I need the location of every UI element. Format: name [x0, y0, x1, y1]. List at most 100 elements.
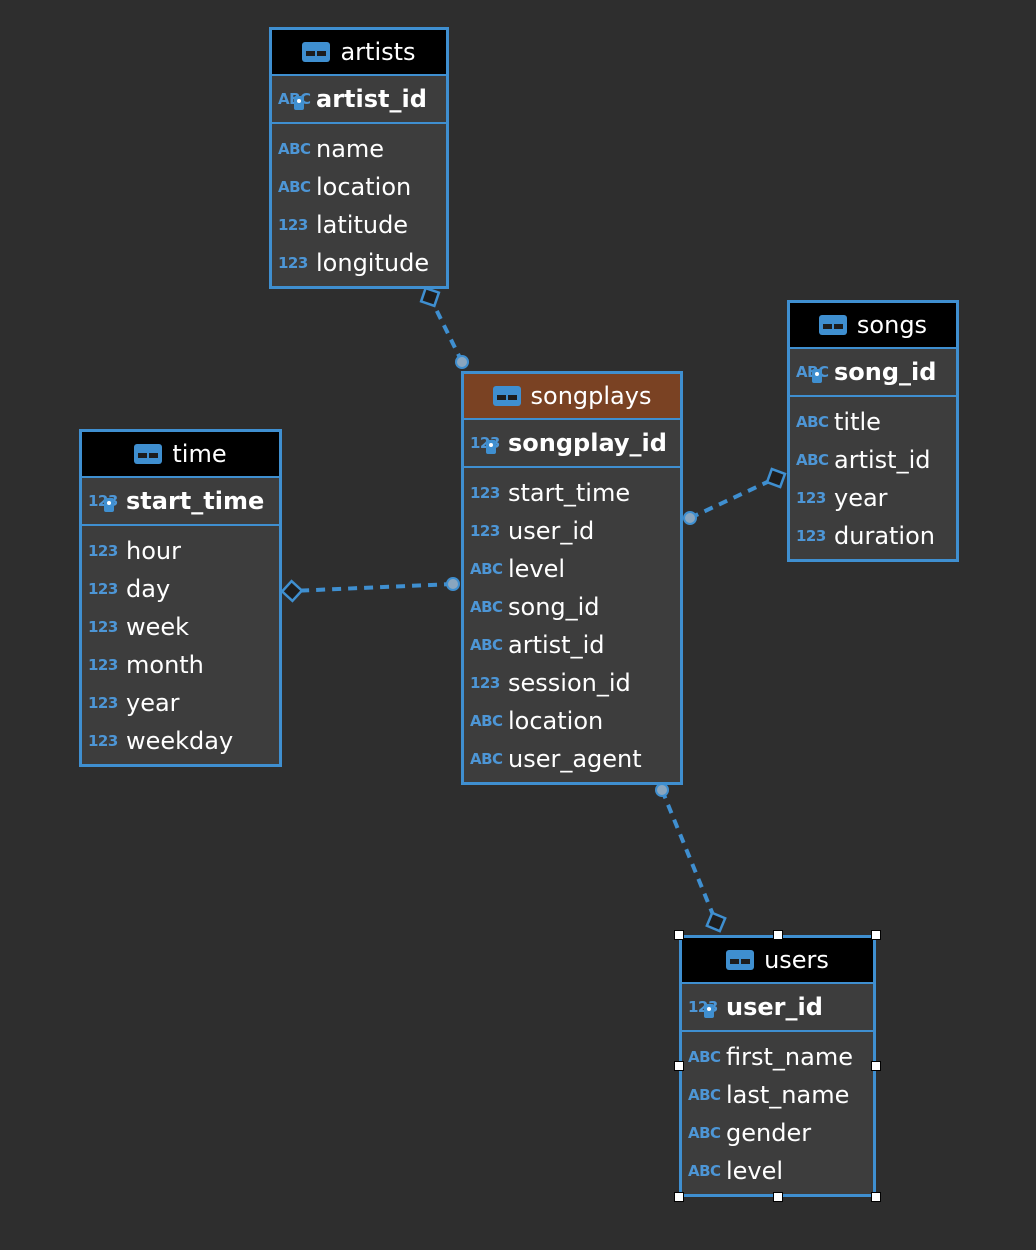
column-name: first_name [726, 1043, 853, 1071]
column-name: level [508, 555, 566, 583]
table-icon [818, 315, 847, 335]
type-icon: ABC [796, 413, 829, 431]
key-icon [294, 96, 304, 110]
key-icon [104, 498, 114, 512]
column-name: user_agent [508, 745, 642, 773]
column-name: title [834, 408, 881, 436]
type-icon: 123 [278, 216, 308, 234]
table-header[interactable]: songplays [464, 374, 680, 420]
column-name: session_id [508, 669, 631, 697]
column-name: month [126, 651, 204, 679]
type-icon: ABC [470, 712, 503, 730]
selection-handle[interactable] [871, 1061, 881, 1071]
column-name: user_id [508, 517, 595, 545]
key-icon [704, 1004, 714, 1018]
key-icon [486, 440, 496, 454]
relationship-endpoint-diamond [419, 286, 441, 308]
table-icon [726, 950, 755, 970]
type-icon: ABC [688, 1086, 721, 1104]
table-icon [302, 42, 331, 62]
table-name: songplays [530, 382, 652, 410]
type-icon: 123 [470, 484, 500, 502]
table-icon [492, 386, 521, 406]
selection-handle[interactable] [772, 1192, 783, 1202]
column-row[interactable]: ABC location [464, 702, 680, 740]
selection-handle[interactable] [674, 1061, 684, 1071]
type-icon: ABC [470, 750, 503, 768]
type-icon: ABC [688, 1124, 721, 1142]
relationship-endpoint-diamond [765, 467, 787, 489]
key-icon [812, 369, 822, 383]
column-row[interactable]: 123 week [82, 608, 279, 646]
selection-handle[interactable] [772, 930, 783, 940]
relationship-line-users[interactable] [660, 789, 718, 923]
column-name: day [126, 575, 171, 603]
table-header[interactable]: time [82, 432, 279, 478]
selection-handle[interactable] [871, 930, 881, 940]
type-icon: ABC [470, 636, 503, 654]
type-icon: 123 [88, 618, 118, 636]
column-name: week [126, 613, 190, 641]
selection-handle[interactable] [674, 1192, 684, 1202]
column-name: location [508, 707, 604, 735]
column-row[interactable]: ABC title [790, 403, 956, 441]
relationship-line-songs[interactable] [689, 476, 777, 520]
column-row[interactable]: ABC location [272, 168, 446, 206]
column-name: year [126, 689, 180, 717]
column-name: level [726, 1157, 784, 1185]
column-row[interactable]: ABC user_agent [464, 740, 680, 778]
table-name: artists [340, 38, 416, 66]
type-icon: ABC [278, 178, 311, 196]
relationship-origin-dot [446, 577, 460, 591]
table-header[interactable]: songs [790, 303, 956, 349]
column-name: location [316, 173, 412, 201]
selection-handle[interactable] [674, 930, 684, 940]
column-name: hour [126, 537, 181, 565]
relationship-line-time[interactable] [291, 582, 454, 593]
selection-handle[interactable] [871, 1192, 881, 1202]
table-header[interactable]: users [682, 938, 873, 984]
key-type-icon: 123 [88, 492, 122, 512]
column-row[interactable]: 123 month [82, 646, 279, 684]
type-icon: 123 [88, 656, 118, 674]
relationship-origin-dot [655, 783, 669, 797]
column-name: weekday [126, 727, 234, 755]
relationship-line-artists[interactable] [428, 296, 464, 363]
relationship-origin-dot [455, 355, 469, 369]
table-header[interactable]: artists [272, 30, 446, 76]
